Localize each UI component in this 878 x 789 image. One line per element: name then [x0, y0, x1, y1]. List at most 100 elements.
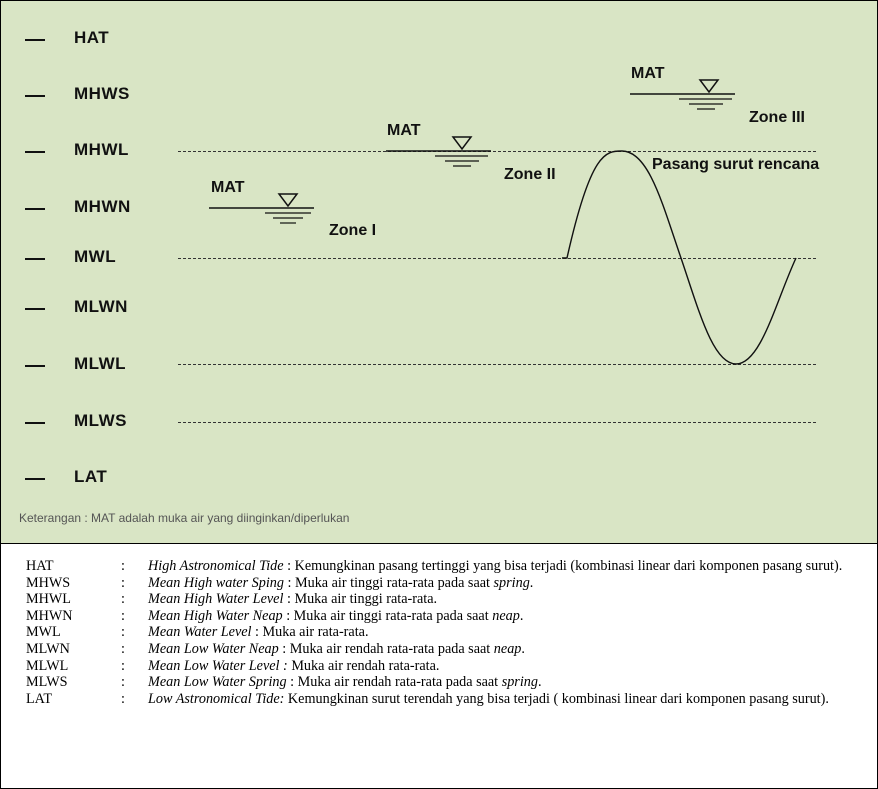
level-tick: [25, 95, 45, 97]
legend-row-hat: HAT: High Astronomical Tide : Kemungkina…: [26, 558, 874, 575]
level-tick: [25, 39, 45, 41]
legend-term: Mean Low Water Level :: [148, 657, 288, 674]
level-label: MLWL: [74, 354, 127, 373]
legend-abbr: MLWL: [26, 657, 69, 674]
legend-abbr: MHWL: [26, 591, 71, 608]
legend-colon: :: [121, 674, 125, 691]
zone-2-label: Zone II: [504, 166, 556, 183]
mwl-dashed-line: [178, 258, 816, 259]
legend-term: Mean High Water Level: [148, 591, 284, 608]
legend-definition: : Muka air rendah rata-rata pada saat: [278, 640, 494, 657]
legend-row-mlwn: MLWN: Mean Low Water Neap : Muka air ren…: [26, 641, 874, 658]
legend-colon: :: [121, 640, 125, 657]
legend-colon: :: [121, 624, 125, 641]
legend-term: Low Astronomical Tide:: [148, 690, 285, 707]
legend-abbr: HAT: [26, 558, 54, 574]
legend-definition: : Muka air rata-rata.: [251, 624, 369, 641]
legend-colon: :: [121, 574, 125, 591]
curve-label: Pasang surut rencana: [652, 156, 819, 173]
legend-description: Mean Low Water Neap : Muka air rendah ra…: [148, 641, 874, 658]
legend-description: Mean Low Water Spring : Muka air rendah …: [148, 674, 874, 691]
legend-term: High Astronomical Tide: [148, 558, 284, 574]
legend-row-mhws: MHWS: Mean High water Sping : Muka air t…: [26, 575, 874, 592]
legend-abbr: MLWS: [26, 674, 68, 691]
water-level-triangle-icon: [277, 193, 299, 208]
legend-description: Mean High Water Level : Muka air tinggi …: [148, 591, 874, 608]
legend-definition: Muka air rendah rata-rata.: [287, 657, 440, 674]
legend-emphasis: spring: [493, 574, 530, 591]
level-label: MHWL: [74, 140, 129, 159]
legend-description: Mean Water Level : Muka air rata-rata.: [148, 624, 874, 641]
legend-description: Mean High Water Neap : Muka air tinggi r…: [148, 608, 874, 625]
level-tick: [25, 208, 45, 210]
zone-2-water-mark: MAT Zone II: [386, 122, 556, 183]
legend-abbr: MHWS: [26, 574, 71, 591]
legend-colon: :: [121, 690, 125, 707]
zone-3-water-mark: MAT Zone III: [630, 65, 805, 126]
level-label: MLWS: [74, 411, 127, 430]
level-tick: [25, 422, 45, 424]
legend-row-mhwl: MHWL: Mean High Water Level : Muka air t…: [26, 591, 874, 608]
level-label: HAT: [74, 28, 110, 47]
legend-abbr: LAT: [26, 690, 53, 707]
legend-row-mwl: MWL: Mean Water Level : Muka air rata-ra…: [26, 624, 874, 641]
legend-period: .: [519, 607, 524, 624]
legend-description: Mean High water Sping : Muka air tinggi …: [148, 575, 874, 592]
design-tide-curve: [562, 150, 797, 365]
legend-row-mlws: MLWS: Mean Low Water Spring : Muka air r…: [26, 674, 874, 691]
legend-colon: :: [121, 607, 125, 624]
legend-term: Mean Low Water Neap: [148, 640, 279, 657]
legend-definition: Kemungkinan surut terendah yang bisa ter…: [284, 690, 829, 707]
legend-emphasis: neap: [492, 607, 520, 624]
level-label: MWL: [74, 247, 117, 266]
mlws-dashed-line: [178, 422, 816, 423]
legend-term: Mean Low Water Spring: [148, 674, 287, 691]
legend-colon: :: [121, 558, 125, 574]
zone-2-mat-label: MAT: [387, 122, 421, 139]
level-label: MHWS: [74, 84, 130, 103]
legend-term: Mean High Water Neap: [148, 607, 283, 624]
legend-emphasis: neap: [493, 640, 522, 657]
zone-3-mat-label: MAT: [631, 65, 665, 82]
legend-definition: : Muka air rendah rata-rata pada saat: [286, 674, 502, 691]
water-level-triangle-icon: [698, 79, 720, 94]
legend-period: .: [529, 574, 534, 591]
legend-definition: : Muka air tinggi rata-rata.: [283, 591, 438, 608]
mlwl-dashed-line: [178, 364, 816, 365]
legend-description: Mean Low Water Level : Muka air rendah r…: [148, 658, 874, 675]
legend-period: .: [521, 640, 525, 657]
level-label: MLWN: [74, 297, 128, 316]
legend-row-lat: LAT: Low Astronomical Tide: Kemungkinan …: [26, 691, 874, 708]
legend-definition: : Muka air tinggi rata-rata pada saat: [283, 574, 494, 591]
zone-1-water-mark: MAT Zone I: [209, 179, 376, 239]
legend-row-mlwl: MLWL: Mean Low Water Level : Muka air re…: [26, 658, 874, 675]
level-tick: [25, 478, 45, 480]
legend-term: Mean Water Level: [148, 624, 252, 641]
legend-abbr: MLWN: [26, 640, 70, 657]
zone-3-label: Zone III: [749, 109, 805, 126]
legend-description: Low Astronomical Tide: Kemungkinan surut…: [148, 691, 874, 708]
legend-abbr: MWL: [26, 624, 61, 641]
legend-emphasis: spring: [501, 674, 538, 691]
level-tick: [25, 151, 45, 153]
zone-1-label: Zone I: [329, 222, 376, 239]
legend-term: Mean High water Sping: [148, 574, 284, 591]
level-label: LAT: [74, 467, 108, 486]
tide-graphics: MAT Zone I MAT Zone II MAT Zone III Pasa…: [209, 65, 819, 365]
level-label: MHWN: [74, 197, 131, 216]
legend-description: High Astronomical Tide : Kemungkinan pas…: [148, 558, 874, 575]
zone-1-mat-label: MAT: [211, 179, 245, 196]
legend-colon: :: [121, 657, 125, 674]
legend-definition: : Muka air tinggi rata-rata pada saat: [282, 607, 493, 624]
water-level-triangle-icon: [451, 136, 473, 151]
legend-period: .: [537, 674, 542, 691]
level-tick: [25, 258, 45, 260]
mhwl-dashed-line: [178, 151, 816, 152]
legend-abbr: MHWN: [26, 607, 73, 624]
diagram-note: Keterangan : MAT adalah muka air yang di…: [19, 511, 350, 525]
level-tick: [25, 365, 45, 367]
level-tick: [25, 308, 45, 310]
tide-level-diagram: HAT MHWS MHWL MHWN MWL MLWN MLWL MLWS LA…: [1, 1, 877, 544]
legend-colon: :: [121, 591, 125, 608]
legend-definition: : Kemungkinan pasang tertinggi yang bisa…: [283, 558, 843, 574]
